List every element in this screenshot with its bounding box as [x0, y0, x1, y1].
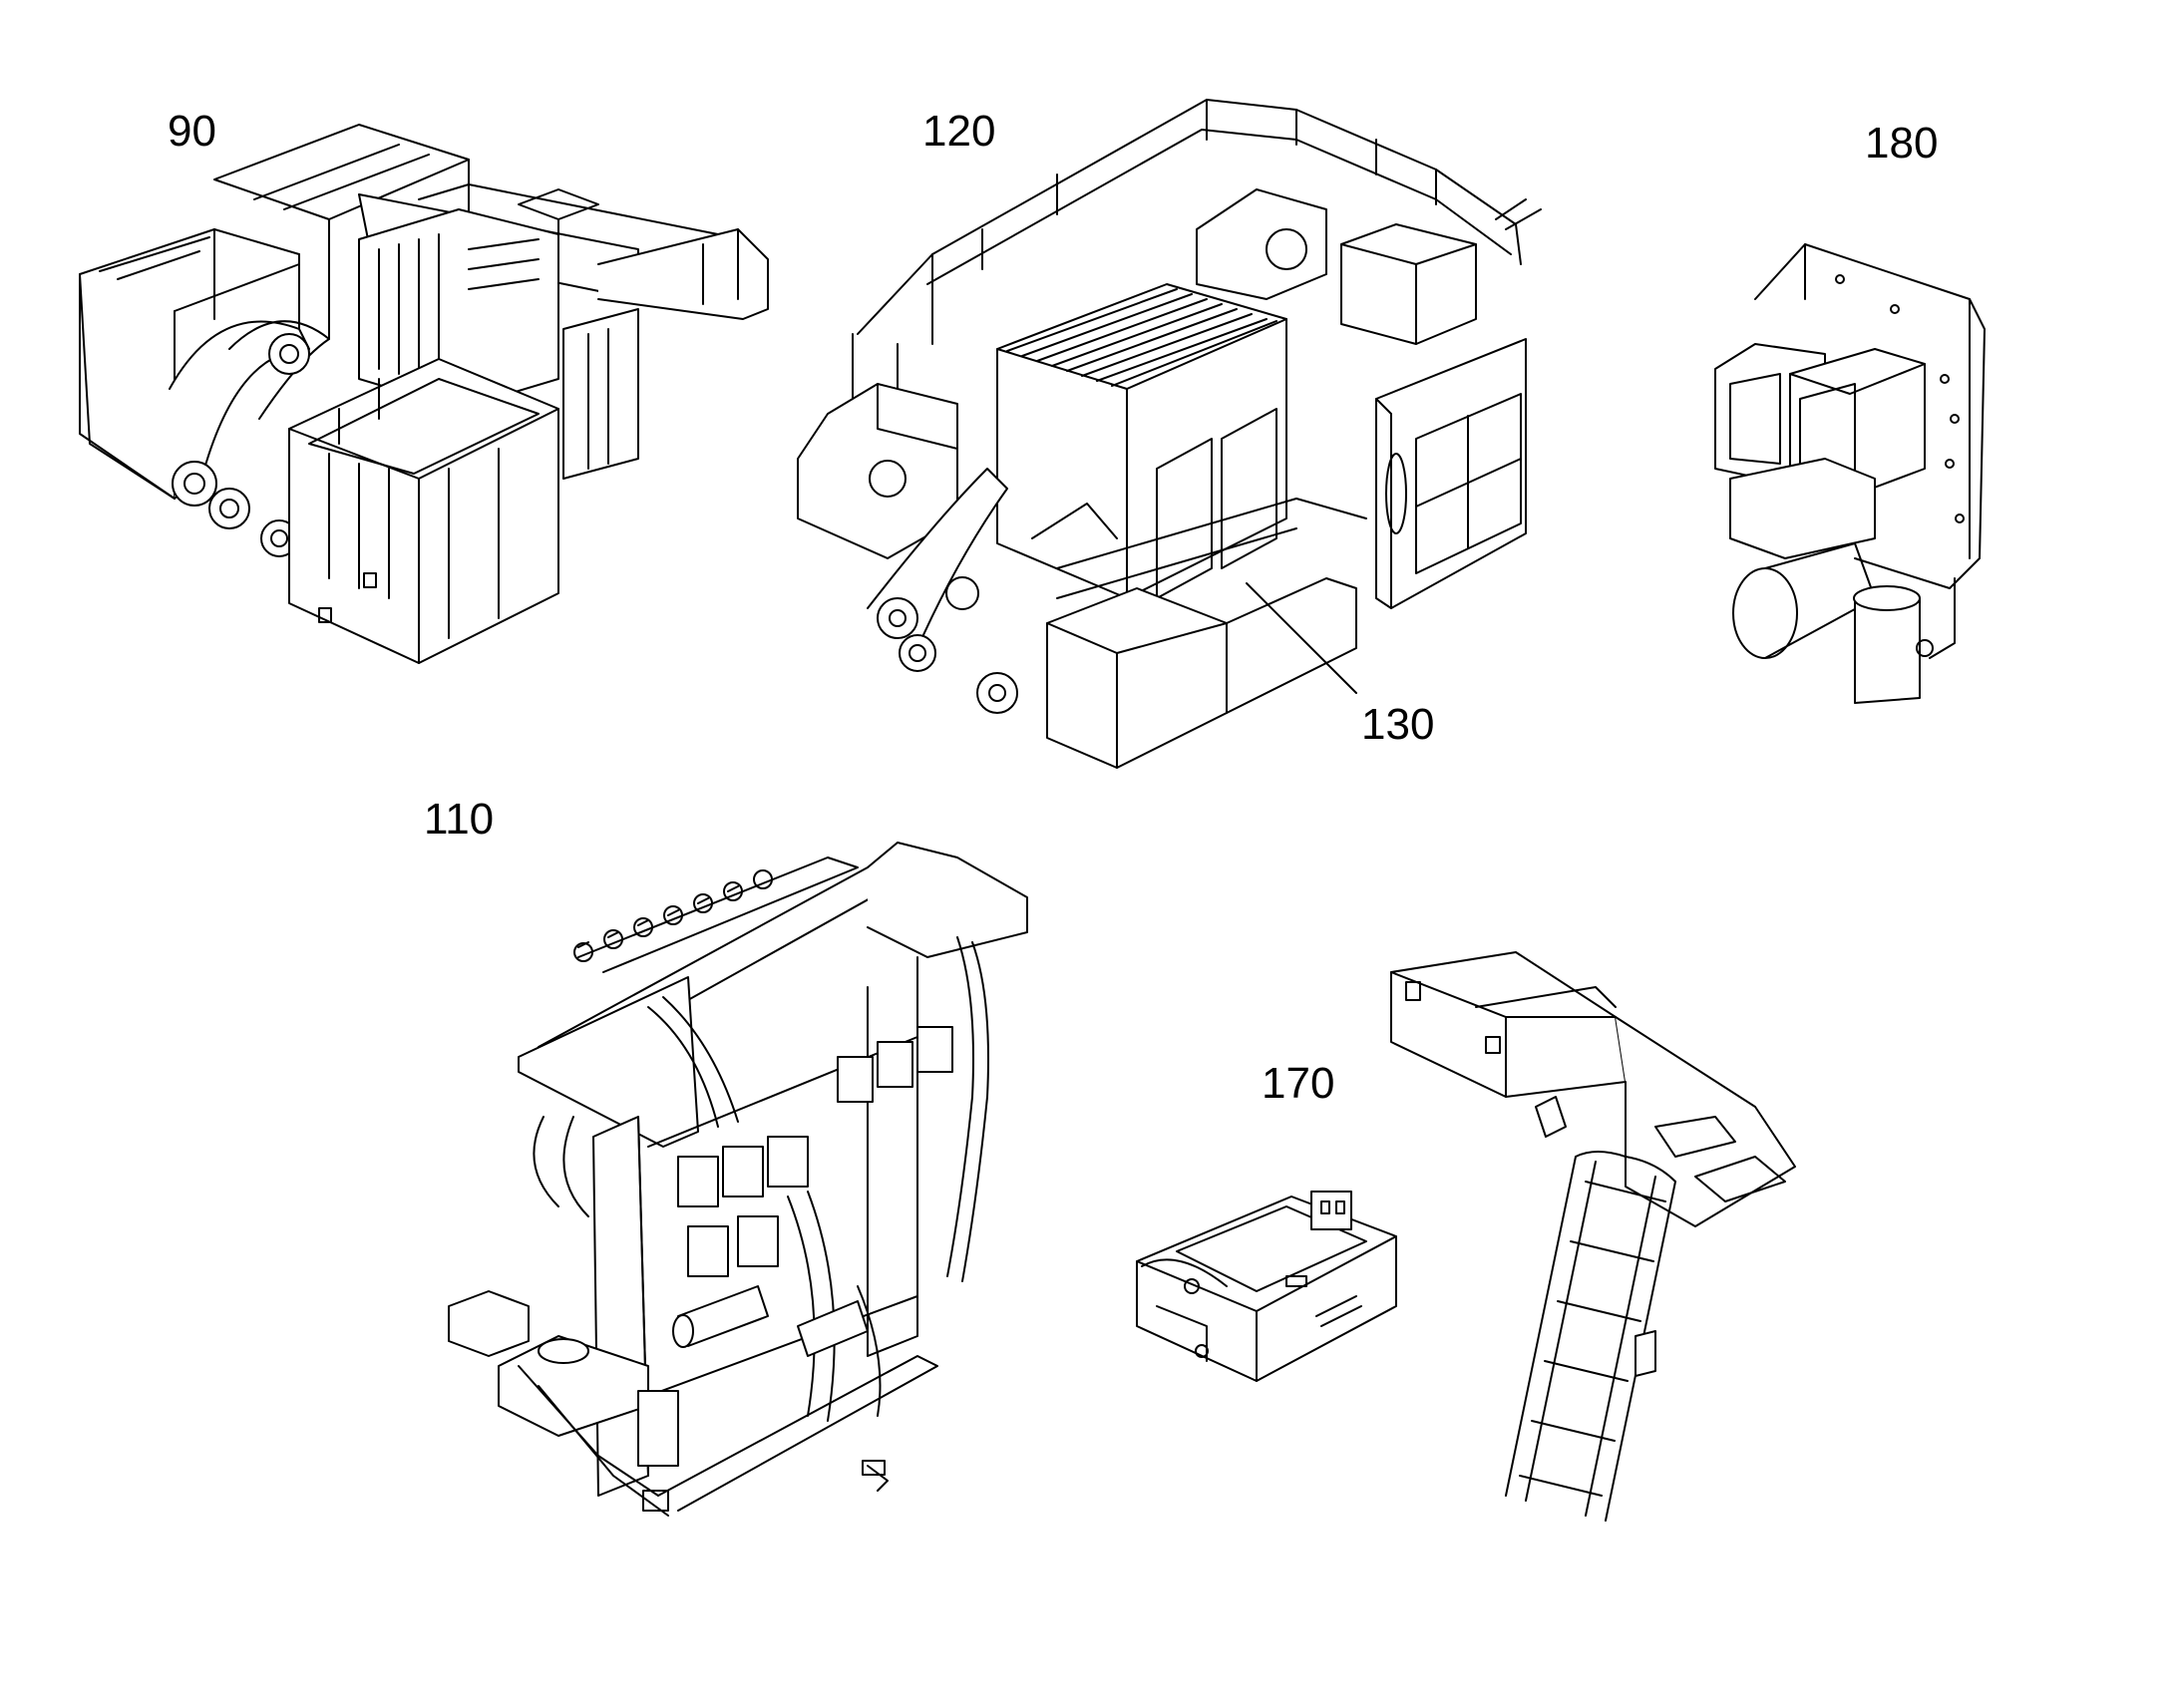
- label-110: 110: [424, 795, 495, 844]
- module-120-drawing: [798, 100, 1541, 768]
- label-170: 170: [1262, 1059, 1335, 1108]
- module-ladder-drawing: [1391, 952, 1795, 1521]
- label-180: 180: [1865, 119, 1939, 168]
- label-130: 130: [1361, 700, 1435, 749]
- label-120: 120: [922, 107, 996, 156]
- module-110-drawing: [449, 843, 1027, 1516]
- module-180-drawing: [1715, 244, 1985, 703]
- leader-line-130: [1247, 583, 1356, 693]
- module-90-drawing: [80, 125, 768, 663]
- module-170-drawing: [1137, 1192, 1396, 1381]
- label-90: 90: [168, 107, 216, 156]
